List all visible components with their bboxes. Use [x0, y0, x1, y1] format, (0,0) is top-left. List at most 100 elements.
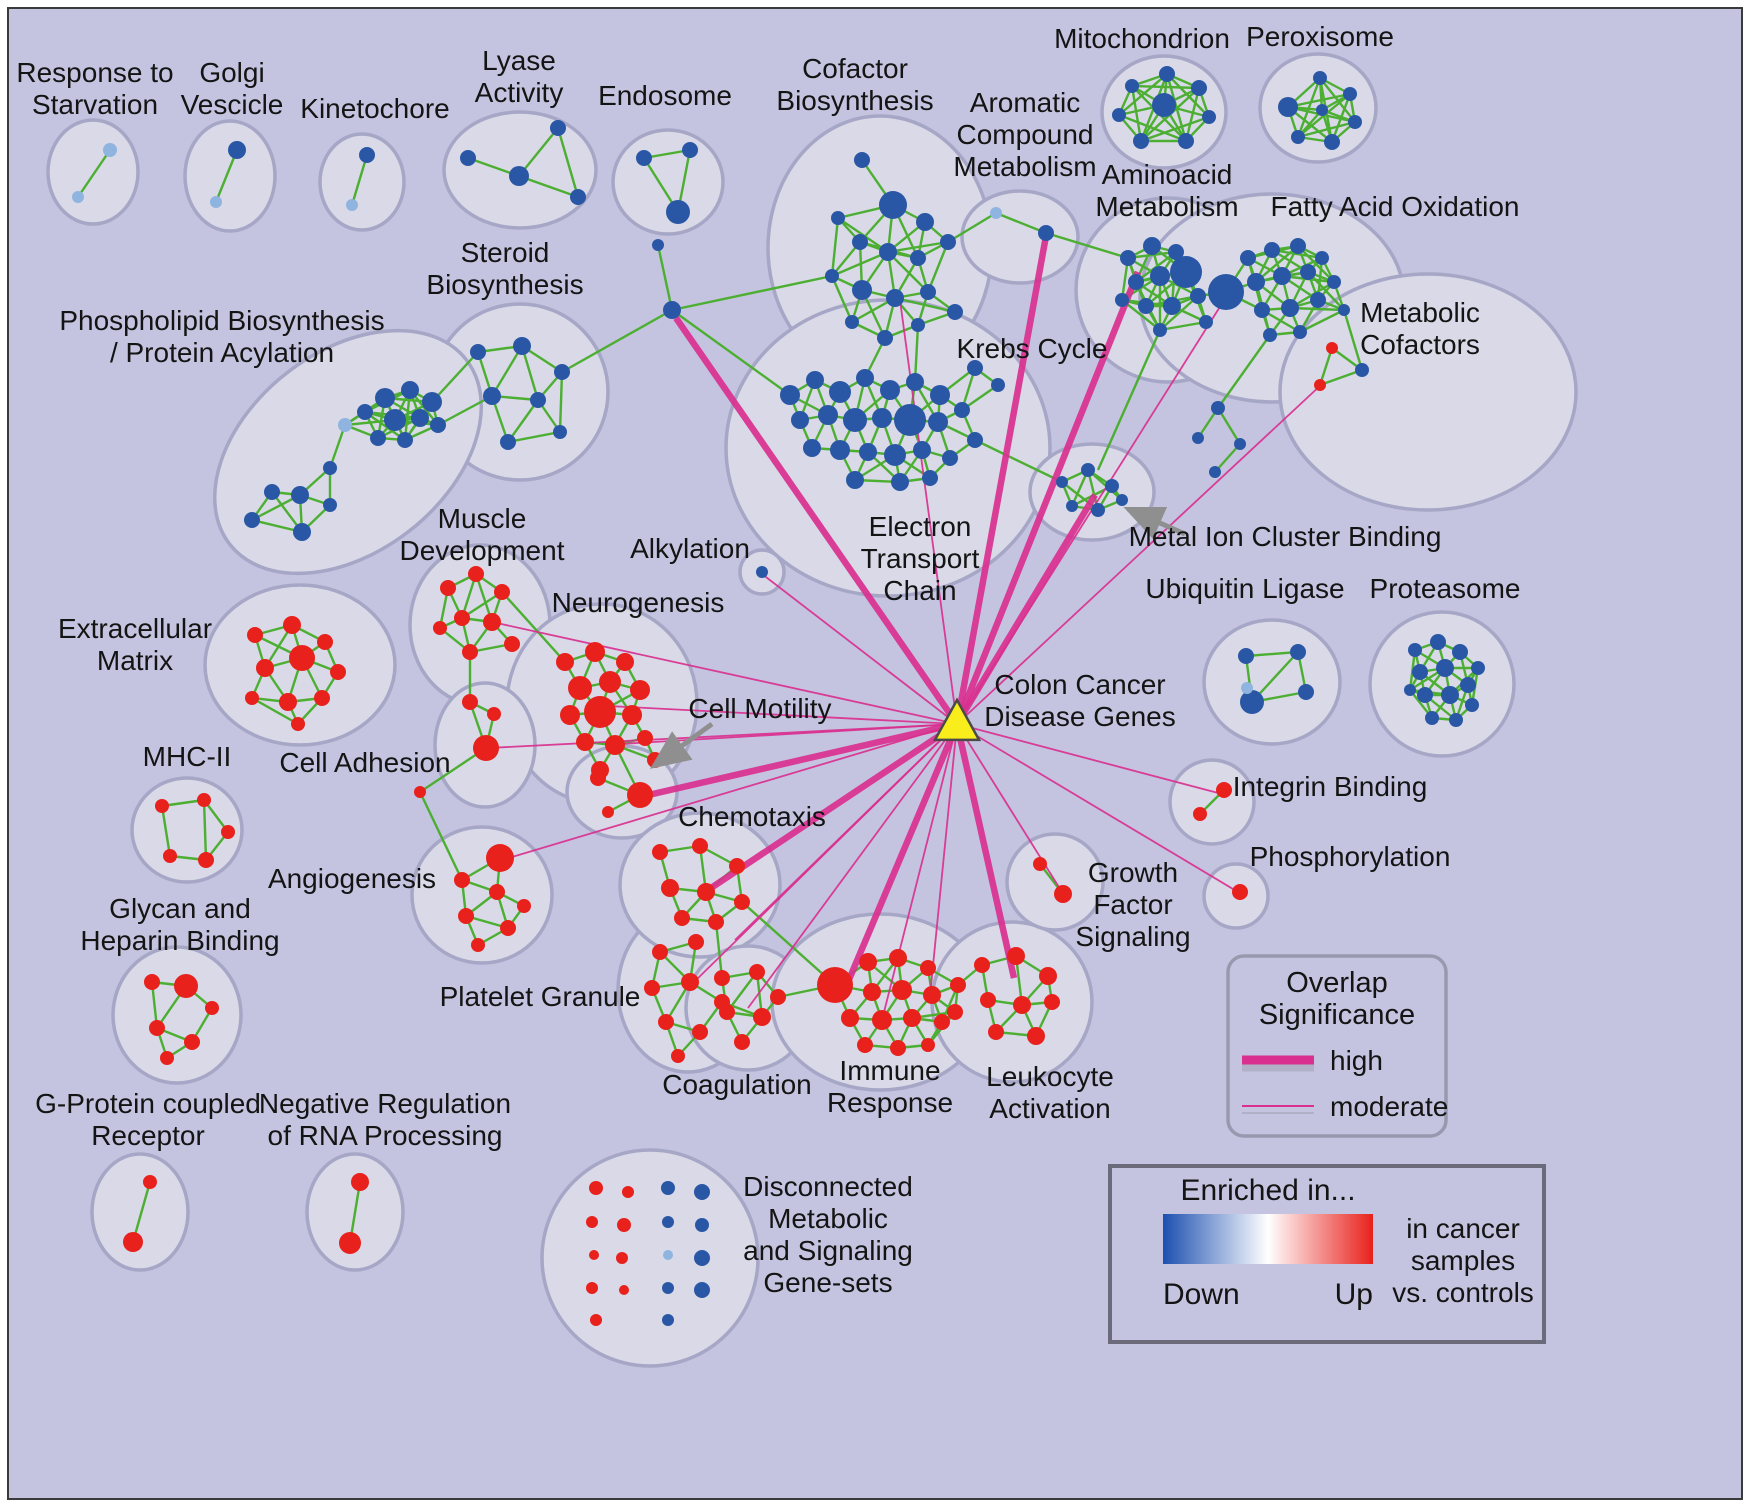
cluster-label-mhc-ii: MHC-II [143, 741, 232, 772]
gene-set-node [921, 1038, 935, 1052]
gene-set-node [892, 980, 912, 1000]
gene-set-node [330, 664, 346, 680]
gene-set-node [1066, 500, 1078, 512]
colon-cancer-disease-genes-node [932, 697, 982, 742]
gene-overlap-edge [561, 308, 673, 374]
gene-set-node [556, 653, 574, 671]
gene-overlap-edge [418, 791, 464, 881]
gene-set-node [940, 234, 956, 250]
gene-set-node [692, 1024, 708, 1040]
gene-set-node [1143, 237, 1161, 255]
gene-set-node [920, 960, 936, 976]
gene-overlap-edge [1166, 73, 1210, 118]
gene-set-node [1091, 503, 1105, 517]
gene-set-node [1348, 115, 1362, 129]
gene-set-node [1054, 885, 1072, 903]
gene-set-node [988, 1024, 1004, 1040]
gene-overlap-edge [1255, 245, 1299, 283]
gene-set-node [483, 613, 501, 631]
gene-set-node [244, 512, 260, 528]
disease-overlap-edge-moderate [501, 723, 958, 861]
enriched-side-label: samples [1411, 1245, 1515, 1276]
gene-set-node [1232, 884, 1248, 900]
gene-set-node [913, 441, 931, 459]
cluster-label-endosome: Endosome [598, 80, 732, 111]
gene-overlap-edge [518, 127, 559, 177]
cluster-label-integrin-binding: Integrin Binding [1233, 771, 1428, 802]
gene-set-node [627, 782, 653, 808]
gene-overlap-edge [1159, 320, 1207, 332]
cluster-region-angiogenesis [410, 825, 554, 965]
gene-set-node [877, 330, 893, 346]
disease-overlap-edge-moderate [607, 705, 958, 725]
gene-overlap-edge [1184, 87, 1201, 142]
gene-set-node [1247, 273, 1265, 291]
gene-set-node [590, 1314, 602, 1326]
gene-set-node [903, 1009, 921, 1027]
gene-set-node [155, 799, 169, 813]
gene-set-node [500, 434, 516, 450]
gene-set-node [1240, 250, 1256, 266]
gene-overlap-edge [1319, 368, 1363, 387]
gene-overlap-edge [831, 250, 889, 278]
gene-set-node [652, 944, 668, 960]
gene-set-node [1211, 401, 1225, 415]
gene-set-node [817, 967, 853, 1003]
gene-set-node [1298, 684, 1314, 700]
gene-set-node [1202, 110, 1216, 124]
gene-set-node [1190, 288, 1206, 304]
gene-set-node [414, 786, 426, 798]
legend-item-label-moderate: moderate [1330, 1091, 1448, 1122]
gene-set-node [184, 1034, 200, 1050]
gene-set-node [1290, 238, 1306, 254]
gene-set-node [590, 770, 606, 786]
gene-set-node [458, 908, 474, 924]
gene-set-node [568, 676, 592, 700]
gene-set-node [210, 196, 222, 208]
gene-set-node [589, 1250, 599, 1260]
gene-set-node [430, 417, 446, 433]
gene-set-node [338, 418, 352, 432]
gene-set-node [859, 953, 877, 971]
gene-overlap-edge [671, 274, 833, 312]
gene-set-node [143, 1175, 157, 1189]
gene-overlap-edge [1289, 306, 1345, 312]
gene-set-node [1138, 298, 1154, 314]
gene-set-node [123, 1232, 143, 1252]
cluster-label-kinetochore: Kinetochore [300, 93, 449, 124]
gene-set-node [906, 373, 924, 391]
gene-set-node [846, 471, 864, 489]
gene-set-node [663, 1250, 673, 1260]
gene-overlap-edge [251, 493, 301, 522]
gene-set-node [843, 408, 867, 432]
gene-set-node [708, 914, 724, 930]
gene-set-node [879, 191, 907, 219]
gene-set-node [1313, 71, 1327, 85]
cluster-region-disconnected-gene-sets [540, 1148, 760, 1368]
disease-overlap-edge-high [643, 720, 958, 800]
gene-set-node [1343, 87, 1357, 101]
gene-overlap-edge [1045, 231, 1129, 260]
gene-set-node [1263, 328, 1277, 342]
gene-overlap-edge [1342, 309, 1364, 371]
disease-overlap-edge-moderate [929, 723, 958, 997]
gene-set-node [854, 152, 870, 168]
gene-set-node [291, 717, 305, 731]
gene-set-node [652, 844, 668, 860]
gene-set-node [454, 872, 470, 888]
gene-set-node [317, 634, 333, 650]
gene-set-node [1216, 782, 1232, 798]
gene-set-node [930, 385, 950, 405]
gene-set-node [1120, 250, 1136, 266]
gene-overlap-edge [1296, 77, 1322, 138]
gene-set-node [1278, 97, 1298, 117]
gene-set-node [1013, 996, 1031, 1014]
gene-set-node [163, 849, 177, 863]
gene-overlap-edge [520, 345, 540, 401]
